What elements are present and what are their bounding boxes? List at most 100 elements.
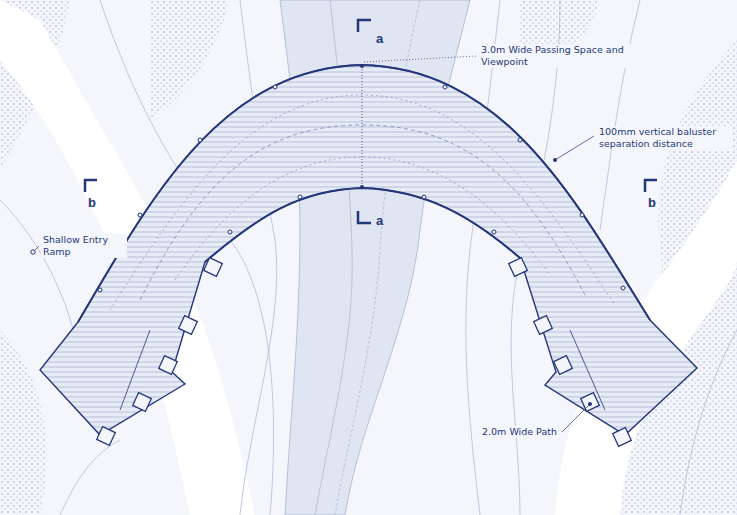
deck-board xyxy=(0,212,737,213)
deck-board xyxy=(0,352,737,353)
deck-board xyxy=(0,297,737,298)
contour-line xyxy=(240,0,277,515)
baluster-post xyxy=(422,195,426,199)
deck-board xyxy=(0,312,737,313)
callout-text: Shallow Entry Ramp xyxy=(41,234,127,258)
deck-board xyxy=(0,422,737,423)
deck-board xyxy=(0,262,737,263)
deck-board xyxy=(0,357,737,358)
pier-footing xyxy=(534,316,553,335)
baluster-post xyxy=(518,138,522,142)
deck-board xyxy=(0,322,737,323)
leader-dot xyxy=(31,250,35,254)
baluster-post xyxy=(298,195,302,199)
baluster-post xyxy=(443,85,447,89)
section-line xyxy=(362,66,363,187)
stippled-terrain xyxy=(150,0,230,120)
deck-board xyxy=(0,87,737,88)
baluster-post xyxy=(198,138,202,142)
pier-footing xyxy=(581,393,600,412)
section-point xyxy=(360,185,364,189)
deck-board xyxy=(0,272,737,273)
deck-board xyxy=(0,307,737,308)
callout-text: 3.0m Wide Passing Space and Viewpoint xyxy=(479,44,633,68)
pier-footing xyxy=(159,356,178,375)
deck-board xyxy=(0,102,737,103)
deck-board xyxy=(0,72,737,73)
section-letter: b xyxy=(86,196,98,210)
deck-board xyxy=(0,197,737,198)
contour-line xyxy=(600,0,640,230)
deck-board xyxy=(0,207,737,208)
callout-text: 2.0m Wide Path xyxy=(480,426,559,438)
deck-board xyxy=(0,202,737,203)
deck-board xyxy=(0,122,737,123)
deck-board xyxy=(0,337,737,338)
baluster-post xyxy=(138,213,142,217)
leader-dot xyxy=(553,158,557,162)
leader-line xyxy=(555,136,594,160)
bridge-deck xyxy=(40,65,697,435)
structure-line xyxy=(175,157,550,280)
deck-board xyxy=(0,387,737,388)
section-marker xyxy=(645,180,657,192)
deck-board xyxy=(0,367,737,368)
baluster-post xyxy=(621,286,625,290)
deck-board xyxy=(0,317,737,318)
deck-board xyxy=(0,97,737,98)
deck-board xyxy=(0,152,737,153)
deck-board xyxy=(0,372,737,373)
section-letter: a xyxy=(374,32,385,46)
stippled-terrain xyxy=(0,330,46,515)
section-letter: b xyxy=(646,196,658,210)
leader-line xyxy=(364,56,476,62)
deck-board xyxy=(0,177,737,178)
structure-line xyxy=(110,95,615,310)
deck-board xyxy=(0,347,737,348)
deck-board xyxy=(0,107,737,108)
pier-footing xyxy=(179,316,198,335)
leader-dot xyxy=(588,402,592,406)
deck-board xyxy=(0,377,737,378)
pier-footing xyxy=(204,258,223,277)
deck-board xyxy=(0,277,737,278)
deck-board xyxy=(0,287,737,288)
deck-board xyxy=(0,407,737,408)
baluster-post xyxy=(273,85,277,89)
structure-line xyxy=(140,125,585,300)
section-marker xyxy=(358,211,371,223)
deck-board xyxy=(0,172,737,173)
deck-board xyxy=(0,112,737,113)
balustrade xyxy=(78,65,650,322)
baluster-post xyxy=(580,213,584,217)
deck-board xyxy=(0,162,737,163)
deck-board xyxy=(0,92,737,93)
pier-footing xyxy=(509,258,528,277)
contour-line xyxy=(60,440,120,515)
pier-footing xyxy=(133,393,152,412)
section-point xyxy=(360,64,364,68)
baluster-post xyxy=(492,230,496,234)
baluster-post xyxy=(98,288,102,292)
pier-footing xyxy=(613,428,632,447)
section-marker xyxy=(85,180,97,192)
deck-board xyxy=(0,232,737,233)
deck-board xyxy=(0,77,737,78)
deck-boards xyxy=(0,62,737,437)
deck-board xyxy=(0,327,737,328)
section-marker xyxy=(358,20,371,32)
deck-board xyxy=(0,82,737,83)
deck-board xyxy=(0,192,737,193)
callout-text: 100mm vertical baluster separation dista… xyxy=(597,126,733,150)
deck-board xyxy=(0,217,737,218)
deck-board xyxy=(0,292,737,293)
deck-board xyxy=(0,402,737,403)
pier-footing xyxy=(97,427,116,446)
deck-board xyxy=(0,382,737,383)
pier-footing xyxy=(554,356,573,375)
deck-board xyxy=(0,157,737,158)
deck-board xyxy=(0,427,737,428)
deck-board xyxy=(0,167,737,168)
deck-outline xyxy=(40,65,697,435)
